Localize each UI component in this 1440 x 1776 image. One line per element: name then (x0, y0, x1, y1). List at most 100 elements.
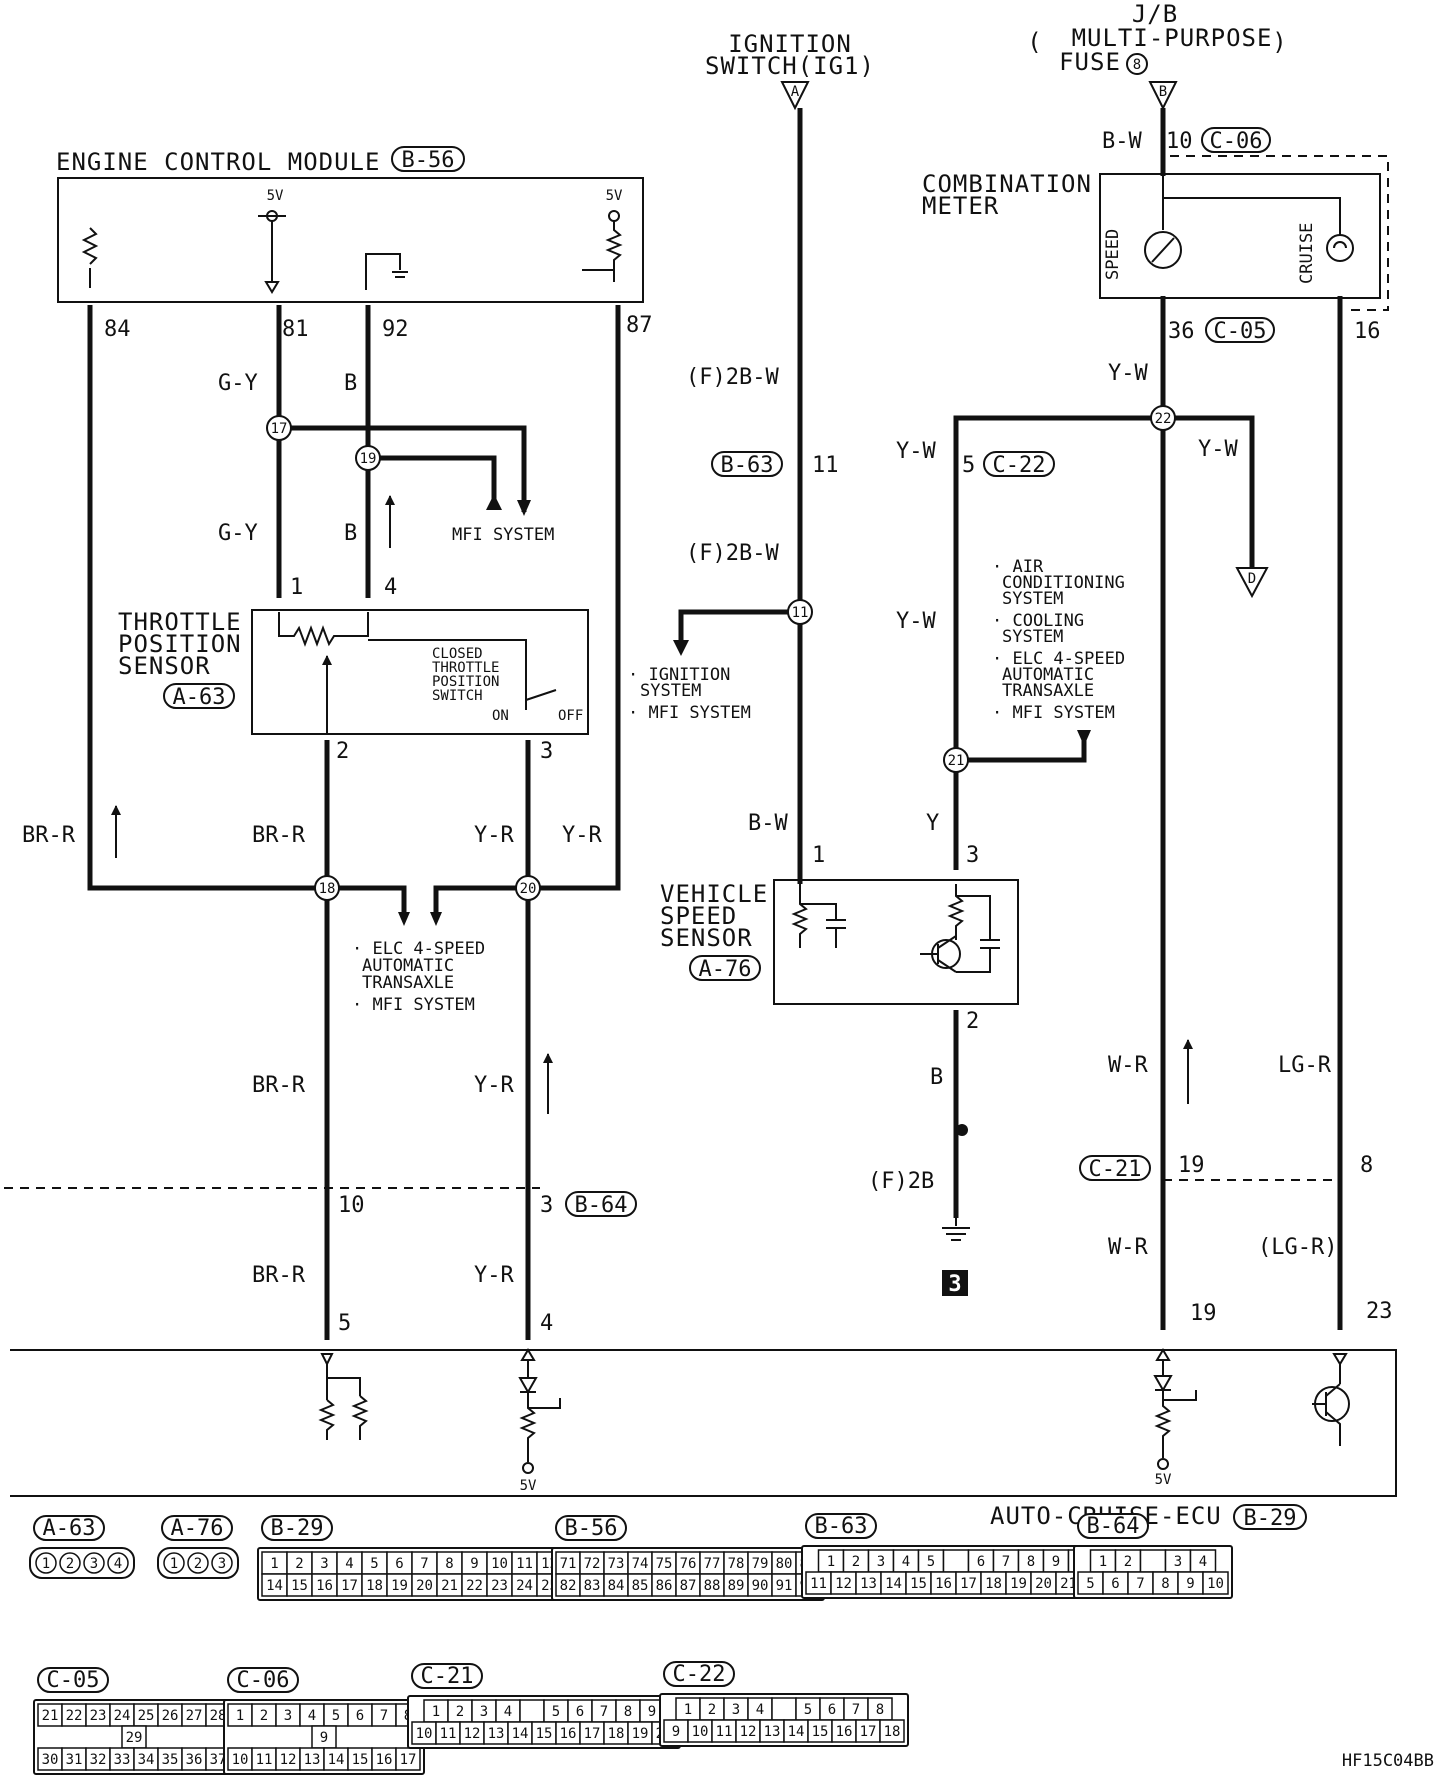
connector-pin-number: 1 (827, 1554, 835, 1570)
connector-ref-badge (161, 1515, 233, 1541)
connector-cavity (771, 1697, 797, 1721)
wire-label-yr-a: Y-R (474, 823, 514, 848)
connector-pin-number: 88 (704, 1578, 721, 1594)
c05-ref: C-05 (1214, 319, 1267, 344)
wire-label-yr-c: Y-R (474, 1073, 514, 1098)
ecu-5v-b: 5V (1155, 1472, 1172, 1488)
connector-pin-number: 19 (391, 1578, 408, 1594)
connector-view-c-21: C-211234567891011121314151617181920 (407, 1663, 681, 1749)
connector-pin-number: 21 (42, 1708, 59, 1724)
tps-ref-badge (163, 683, 235, 709)
connector-ref-badge (227, 1667, 299, 1693)
connector-pin-number: 6 (395, 1556, 403, 1572)
connector-pin-number: 74 (632, 1556, 649, 1572)
connector-pin-number: 5 (1086, 1576, 1094, 1592)
ecm-pin-81: 81 (282, 317, 309, 342)
ground-number-badge (942, 1270, 968, 1296)
left-wire-labels: G-Y B G-Y B BR-R BR-R Y-R Y-R BR-R Y-R B… (22, 371, 602, 1288)
connector-pin-number: 31 (66, 1752, 83, 1768)
connector-pin-number: 1 (42, 1556, 50, 1572)
connector-pin-number: 9 (470, 1556, 478, 1572)
connector-pin-number: 14 (885, 1576, 902, 1592)
connector-pin-number: 15 (291, 1578, 308, 1594)
connector-ref-badge (411, 1663, 483, 1689)
ecu-input-19-circuit-icon (1153, 1348, 1197, 1458)
wire-84-brr (87, 305, 318, 891)
connector-pin-number: 3 (90, 1556, 98, 1572)
connector-pin-number: 5 (927, 1554, 935, 1570)
connector-pin-number: 78 (728, 1556, 745, 1572)
ecu-output-23-circuit-icon (1312, 1353, 1348, 1446)
vss-ref: A-76 (699, 957, 752, 982)
connector-pin-number: 7 (1136, 1576, 1144, 1592)
connector-pin-number: 10 (1207, 1576, 1224, 1592)
ac-label-3: SYSTEM (1002, 589, 1063, 609)
junction-22: 22 (1150, 405, 1176, 431)
b64-ref-badge (565, 1191, 637, 1217)
connector-view-b-29: B-29123456789101112131415161718192021222… (257, 1515, 592, 1601)
connector-ref-label: C-21 (421, 1664, 474, 1689)
connector-pin-number: 89 (728, 1578, 745, 1594)
connector-pin-number: 3 (732, 1702, 740, 1718)
vss-pin-1: 1 (812, 843, 825, 868)
connector-pin-number: 87 (680, 1578, 697, 1594)
wire-label-yw-c: Y-W (1108, 361, 1148, 386)
elc-label-3: TRANSAXLE (362, 973, 454, 993)
b64-pin-3: 3 (540, 1193, 553, 1218)
elcb-label-3: TRANSAXLE (1002, 681, 1094, 701)
connector-pin-number: 14 (266, 1578, 283, 1594)
c21-pin-8: 8 (1360, 1153, 1373, 1178)
connector-pin-number: 19 (1010, 1576, 1027, 1592)
wire-label-lgr-b: (LG-R) (1258, 1235, 1337, 1260)
junction-points: 17 19 11 18 20 22 21 (266, 405, 1176, 901)
arrow-systems-icon (1077, 730, 1091, 746)
document-code: HF15C04BB (1342, 1751, 1434, 1771)
connector-pin-number: 77 (704, 1556, 721, 1572)
connector-pin-number: 83 (584, 1578, 601, 1594)
connector-pin-number: 16 (935, 1576, 952, 1592)
tps-pin-2: 2 (336, 739, 349, 764)
vss-label-3: SENSOR (660, 924, 753, 952)
connector-pin-number: 8 (1027, 1554, 1035, 1570)
connector-pin-number: 8 (445, 1556, 453, 1572)
ecm-resistor-icon (81, 227, 99, 288)
connector-pin-number: 11 (516, 1556, 533, 1572)
wire-label-f2b: (F)2B (868, 1169, 934, 1194)
ac-label-2: CONDITIONING (1002, 573, 1125, 593)
tps-box (251, 609, 589, 735)
vss-box (773, 879, 1019, 1005)
connector-pin-number: 84 (608, 1578, 625, 1594)
jb-fuse-label: FUSE (1059, 48, 1121, 76)
ecu-pin-4: 4 (540, 1311, 553, 1336)
connector-pin-number: 11 (810, 1576, 827, 1592)
svg-text:19: 19 (360, 451, 377, 467)
connector-pin-number: 4 (308, 1708, 316, 1724)
junction-18: 18 (314, 875, 340, 901)
wire-label-brr-a: BR-R (22, 823, 76, 848)
connector-pin-number: 80 (776, 1556, 793, 1572)
ignition-sys-label-2: SYSTEM (640, 681, 701, 701)
connector-pin-number: 15 (536, 1726, 553, 1742)
wire-label-lgr-a: LG-R (1278, 1053, 1332, 1078)
wire-label-yr-d: Y-R (474, 1263, 514, 1288)
arrow-down-elc-b-icon (430, 912, 442, 926)
connector-pin-number: 27 (186, 1708, 203, 1724)
marker-d-label: D (1248, 571, 1256, 587)
connector-pin-number: 28 (210, 1708, 227, 1724)
ecm-pin-84: 84 (104, 317, 131, 342)
vss-ref-badge (689, 955, 761, 981)
connector-pin-number: 15 (910, 1576, 927, 1592)
wire-label-f2bw-b: (F)2B-W (686, 541, 779, 566)
ecm-5v-b: 5V (606, 188, 623, 204)
connector-pin-number: 4 (1199, 1554, 1207, 1570)
connector-pin-number: 2 (456, 1704, 464, 1720)
connector-pin-number: 3 (877, 1554, 885, 1570)
connector-pin-number: 6 (828, 1702, 836, 1718)
connector-pin-number: 1 (170, 1556, 178, 1572)
ecm-ref-badge (391, 146, 465, 172)
connector-pin-number: 6 (1111, 1576, 1119, 1592)
connector-cavity (83, 1552, 105, 1574)
connector-ref-label: C-05 (47, 1668, 100, 1693)
